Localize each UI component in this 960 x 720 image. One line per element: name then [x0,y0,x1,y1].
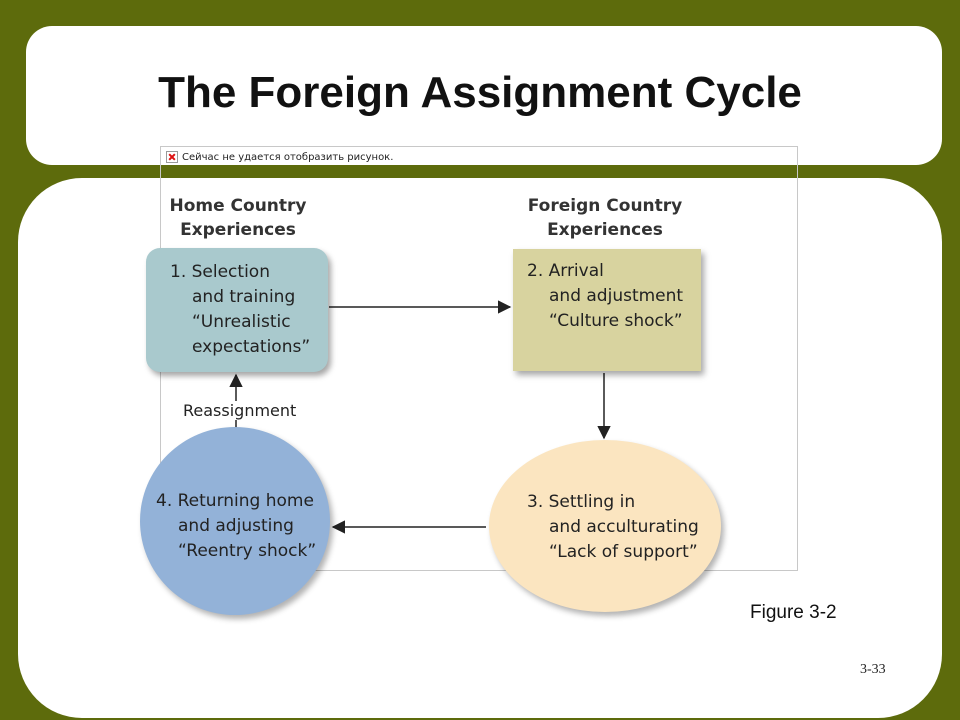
figure-label: Figure 3-2 [750,602,837,623]
stage-3-ellipse: 3. Settling in and acculturating “Lack o… [489,440,721,612]
slide-title: The Foreign Assignment Cycle [158,68,802,117]
stage-4-line-1: 4. Returning home [156,491,314,511]
stage-2-box: 2. Arrival and adjustment “Culture shock… [513,249,701,371]
broken-image-icon [166,151,178,163]
stage-1-line-1: 1. Selection [170,262,270,282]
stage-2-line-3: “Culture shock” [549,311,683,331]
stage-3-line-3: “Lack of support” [549,542,698,562]
home-country-heading: Home Country Experiences [150,194,326,242]
stage-3-line-1: 3. Settling in [527,492,636,512]
stage-4-line-2: and adjusting [178,516,294,536]
title-panel [26,26,942,165]
stage-1-box: 1. Selection and training “Unrealistic e… [146,248,328,372]
stage-2-line-1: 2. Arrival [527,261,604,281]
foreign-country-heading: Foreign Country Experiences [508,194,702,242]
reassignment-label: Reassignment [181,401,299,420]
stage-3-line-2: and acculturating [549,517,699,537]
stage-2-line-2: and adjustment [549,286,684,306]
stage-1-line-2: and training [192,287,296,307]
home-heading-line-2: Experiences [180,220,296,240]
foreign-heading-line-1: Foreign Country [527,196,683,216]
stage-4-circle: 4. Returning home and adjusting “Reentry… [140,427,330,615]
page-number: 3-33 [860,662,886,677]
home-heading-line-1: Home Country [169,196,307,216]
broken-image-notice: Сейчас не удается отобразить рисунок. [166,151,393,163]
foreign-heading-line-2: Experiences [547,220,663,240]
stage-1-line-4: expectations” [192,337,311,357]
broken-image-message: Сейчас не удается отобразить рисунок. [182,151,394,163]
stage-4-line-3: “Reentry shock” [178,541,317,561]
stage-1-line-3: “Unrealistic [192,312,291,332]
